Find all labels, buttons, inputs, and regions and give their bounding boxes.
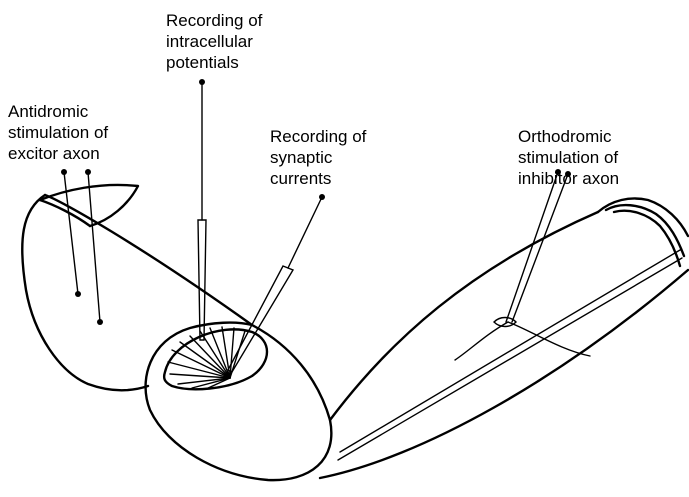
distal-segment-tendon-2 bbox=[338, 258, 682, 460]
distal-segment-rim bbox=[598, 199, 688, 237]
proximal-segment-top-edge bbox=[45, 195, 252, 325]
distal-segment bbox=[320, 199, 688, 479]
muscle-fibres bbox=[168, 327, 245, 389]
distal-segment-upper-edge bbox=[330, 212, 598, 420]
antidromic-electrodes bbox=[61, 169, 103, 325]
distal-segment-lower-edge bbox=[320, 270, 688, 478]
intracellular-electrode bbox=[198, 79, 206, 340]
segment-end-outline bbox=[146, 323, 332, 481]
inhibitor-axon-branch-2 bbox=[455, 322, 508, 360]
distal-segment-rim-inner bbox=[606, 205, 684, 256]
synaptic-current-electrode bbox=[228, 194, 325, 372]
orthodromic-electrodes bbox=[494, 169, 571, 327]
muscle-cross-section bbox=[146, 323, 332, 481]
distal-segment-rim-inner-2 bbox=[614, 211, 680, 266]
proximal-segment-outline bbox=[22, 195, 148, 390]
